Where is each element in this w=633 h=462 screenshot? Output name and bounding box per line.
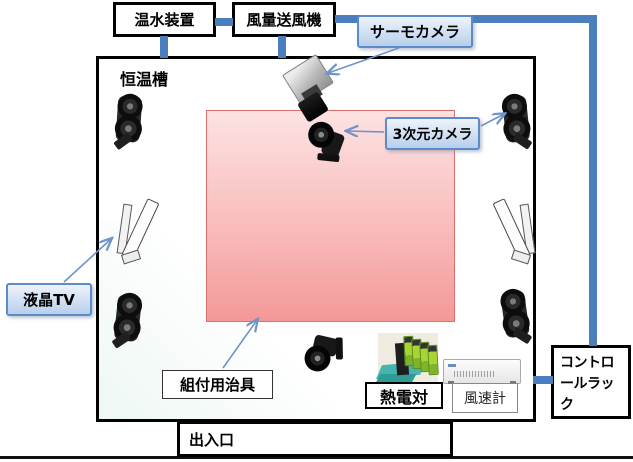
connector-hotwater-blower [215, 18, 233, 26]
thermo-camera-callout: サーモカメラ [357, 15, 473, 48]
chamber-label: 恒温槽 [120, 70, 169, 89]
thermo-camera-icon [282, 53, 340, 123]
air-blower-box: 風量送風機 [232, 2, 336, 37]
entrance-box: 出入口 [177, 421, 453, 457]
dual-lens-camera-icon-bottom-right [496, 286, 534, 345]
assembly-jig-callout-label: 組付用治具 [179, 376, 255, 394]
lcd-tv-callout: 液晶TV [6, 283, 92, 316]
lcd-tv-callout-label: 液晶TV [23, 291, 75, 309]
webcam-3d-icon-bottom [298, 331, 345, 373]
thermo-camera-callout-label: サーモカメラ [369, 23, 460, 41]
anemometer-device-icon [443, 359, 521, 384]
dual-lens-camera-icon-bottom-left [108, 290, 148, 349]
dual-lens-camera-icon-top-left [108, 90, 150, 151]
thermocouple-callout: 熱電対 [365, 382, 443, 409]
assembly-jig-callout: 組付用治具 [162, 370, 273, 399]
lcd-tv-icon-left [112, 196, 160, 265]
webcam-3d-icon-top [307, 117, 347, 163]
connector-right-vertical [589, 15, 597, 346]
air-blower-label: 風量送風機 [246, 11, 322, 29]
control-rack-box: コントロールラック [551, 345, 631, 419]
connector-blower-chamber [278, 36, 286, 58]
bottom-border-line [0, 456, 633, 459]
entrance-label: 出入口 [189, 430, 235, 449]
hot-water-unit-label: 温水装置 [134, 11, 195, 29]
terminal-block-icon [375, 333, 439, 385]
thermocouple-callout-label: 熱電対 [379, 387, 428, 407]
connector-chamber-rack [533, 376, 553, 384]
dual-lens-camera-icon-top-right [496, 91, 536, 150]
anemometer-callout-label: 風速計 [464, 391, 506, 407]
camera-3d-callout-label: 3次元カメラ [392, 126, 473, 143]
hot-water-unit-box: 温水装置 [113, 2, 216, 37]
lcd-tv-icon-right [492, 196, 540, 265]
anemometer-callout: 風速計 [452, 383, 518, 413]
camera-3d-callout: 3次元カメラ [385, 117, 480, 150]
connector-hotwater-chamber [160, 36, 168, 58]
control-rack-label: コントロールラック [560, 355, 615, 413]
